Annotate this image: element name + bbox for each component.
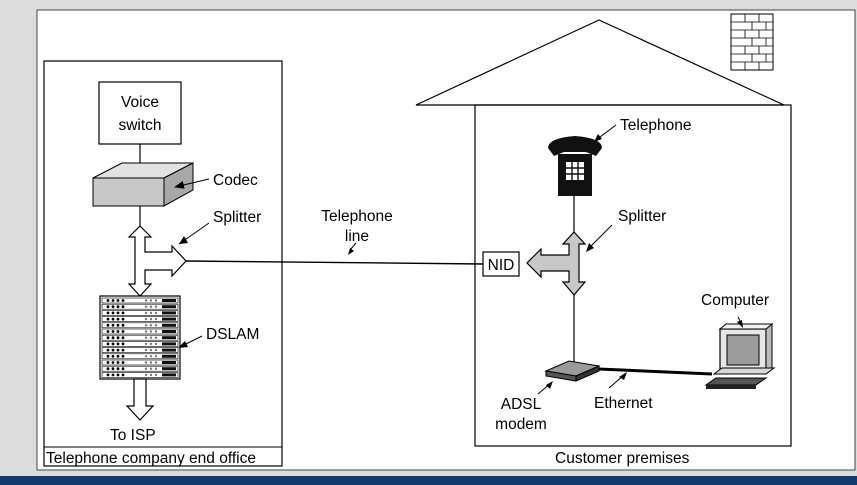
diagram-panel — [36, 9, 856, 471]
bottom-bar — [0, 476, 857, 485]
customer-premises-caption: Customer premises — [555, 450, 690, 467]
left-splitter-label: Splitter — [213, 209, 261, 226]
chimney-icon — [730, 13, 774, 71]
right-splitter-label: Splitter — [618, 208, 666, 225]
telephone-label: Telephone — [620, 117, 692, 134]
telephone-line-label-2: line — [345, 228, 369, 245]
telephone-line — [185, 260, 484, 265]
computer-label: Computer — [701, 292, 769, 309]
left-splitter-icon — [127, 225, 187, 297]
voice-switch-label-1: Voice — [121, 94, 159, 111]
end-office-caption: Telephone company end office — [46, 450, 256, 467]
nid-box — [482, 251, 520, 277]
dslam-label: DSLAM — [206, 326, 259, 343]
computer-icon — [704, 322, 776, 389]
right-splitter-icon — [526, 231, 587, 296]
telephone-line-label-1: Telephone — [321, 208, 393, 225]
ethernet-label: Ethernet — [594, 395, 653, 412]
voice-switch-label-2: switch — [118, 117, 161, 134]
to-isp-arrow-icon — [125, 378, 155, 421]
adsl-modem-label-2: modem — [495, 416, 547, 433]
adsl-modem-icon — [544, 360, 601, 382]
voice-switch-box — [98, 81, 182, 145]
codec-label: Codec — [213, 172, 258, 189]
ethernet-cable — [598, 367, 713, 376]
nid-label: NID — [488, 257, 515, 274]
codec-pointer — [174, 178, 210, 189]
adsl-modem-label-1: ADSL — [501, 396, 542, 413]
dslam-icon — [99, 295, 181, 380]
end-office-box — [43, 60, 283, 467]
telephone-icon — [548, 136, 602, 196]
house-body — [474, 104, 792, 447]
to-isp-label: To ISP — [110, 427, 156, 444]
